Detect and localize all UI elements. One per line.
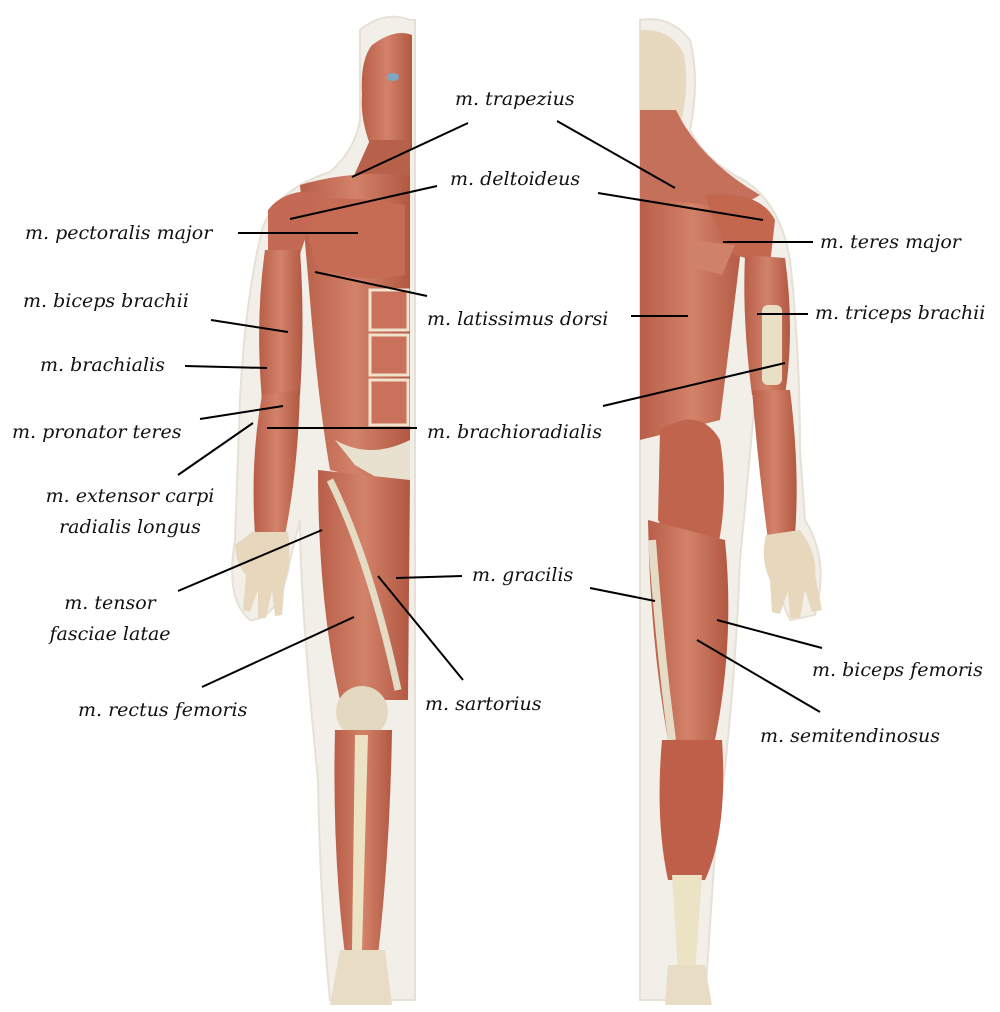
anterior-figure bbox=[232, 17, 415, 1005]
label-semitendinosus: m. semitendinosus bbox=[760, 725, 940, 747]
anterior-upper-arm bbox=[259, 250, 302, 400]
anterior-abdomen bbox=[370, 290, 408, 425]
label-triceps-brachii: m. triceps brachii bbox=[815, 302, 985, 324]
anterior-foot bbox=[330, 950, 392, 1005]
label-tensor-line2: fasciae latae bbox=[40, 623, 180, 645]
posterior-heel bbox=[665, 965, 712, 1005]
label-brachioradialis: m. brachioradialis bbox=[427, 421, 602, 443]
label-rectus-femoris: m. rectus femoris bbox=[78, 699, 247, 721]
label-deltoideus: m. deltoideus bbox=[450, 168, 580, 190]
posterior-figure bbox=[640, 19, 822, 1005]
label-biceps-brachii: m. biceps brachii bbox=[23, 290, 189, 312]
label-brachialis: m. brachialis bbox=[40, 354, 165, 376]
label-pronator-teres: m. pronator teres bbox=[12, 421, 182, 443]
label-pectoralis-major: m. pectoralis major bbox=[25, 222, 212, 244]
label-sartorius: m. sartorius bbox=[425, 693, 541, 715]
label-teres-major: m. teres major bbox=[820, 231, 961, 253]
label-tensor-line1: m. tensor bbox=[40, 592, 180, 614]
label-extensor-carpi-line1: m. extensor carpi bbox=[30, 485, 230, 507]
posterior-forearm bbox=[752, 390, 797, 540]
label-trapezius: m. trapezius bbox=[455, 88, 575, 110]
label-extensor-carpi-line2: radialis longus bbox=[30, 516, 230, 538]
label-biceps-femoris: m. biceps femoris bbox=[812, 659, 983, 681]
anterior-eye bbox=[387, 73, 399, 81]
posterior-triceps-tendon bbox=[762, 305, 782, 385]
label-gracilis: m. gracilis bbox=[472, 564, 573, 586]
anterior-head bbox=[362, 33, 412, 150]
label-latissimus-dorsi: m. latissimus dorsi bbox=[427, 308, 608, 330]
